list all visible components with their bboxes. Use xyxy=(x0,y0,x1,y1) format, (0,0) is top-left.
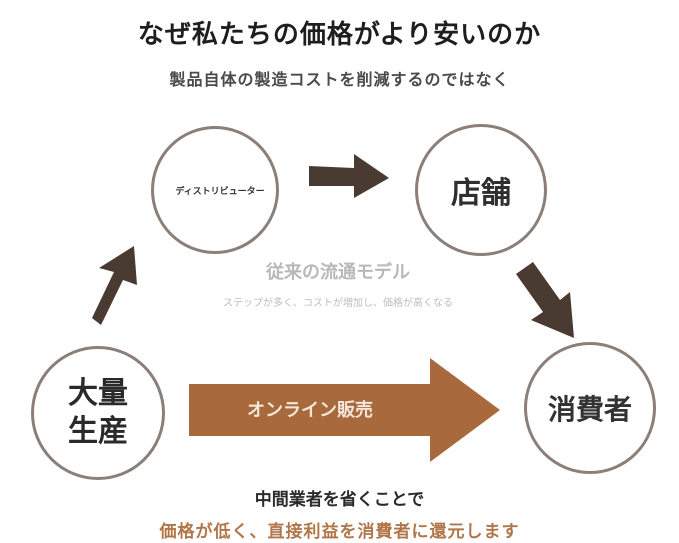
arrow-mass-to-distributor xyxy=(92,246,137,325)
mass-production-label: 大量 生産 xyxy=(53,375,143,451)
mass-production-line2: 生産 xyxy=(68,414,128,449)
arrow-distributor-to-store xyxy=(309,154,389,198)
store-node: 店舗 xyxy=(415,124,547,256)
mass-production-line1: 大量 xyxy=(68,376,128,411)
mass-production-node: 大量 生産 xyxy=(31,346,165,480)
online-sales-arrow xyxy=(189,358,500,462)
online-sales-label: オンライン販売 xyxy=(247,400,373,421)
distributor-node: ディストリビューター xyxy=(151,126,279,254)
traditional-model-label: 従来の流通モデル xyxy=(266,262,410,283)
page-subtitle: 製品自体の製造コストを削減するのではなく xyxy=(169,70,510,89)
store-label: 店舗 xyxy=(451,176,511,211)
page-title: なぜ私たちの価格がより安いのか xyxy=(137,20,542,50)
consumer-node: 消費者 xyxy=(524,342,656,474)
conclusion-line-1: 中間業者を省くことで xyxy=(254,490,425,510)
consumer-label: 消費者 xyxy=(547,393,632,426)
distributor-label: ディストリビューター xyxy=(175,186,265,197)
conclusion-line-2: 価格が低く、直接利益を消費者に還元します xyxy=(159,522,520,542)
arrow-store-to-consumer xyxy=(516,262,574,338)
traditional-model-description: ステップが多く、コストが増加し、価格が高くなる xyxy=(223,298,453,309)
